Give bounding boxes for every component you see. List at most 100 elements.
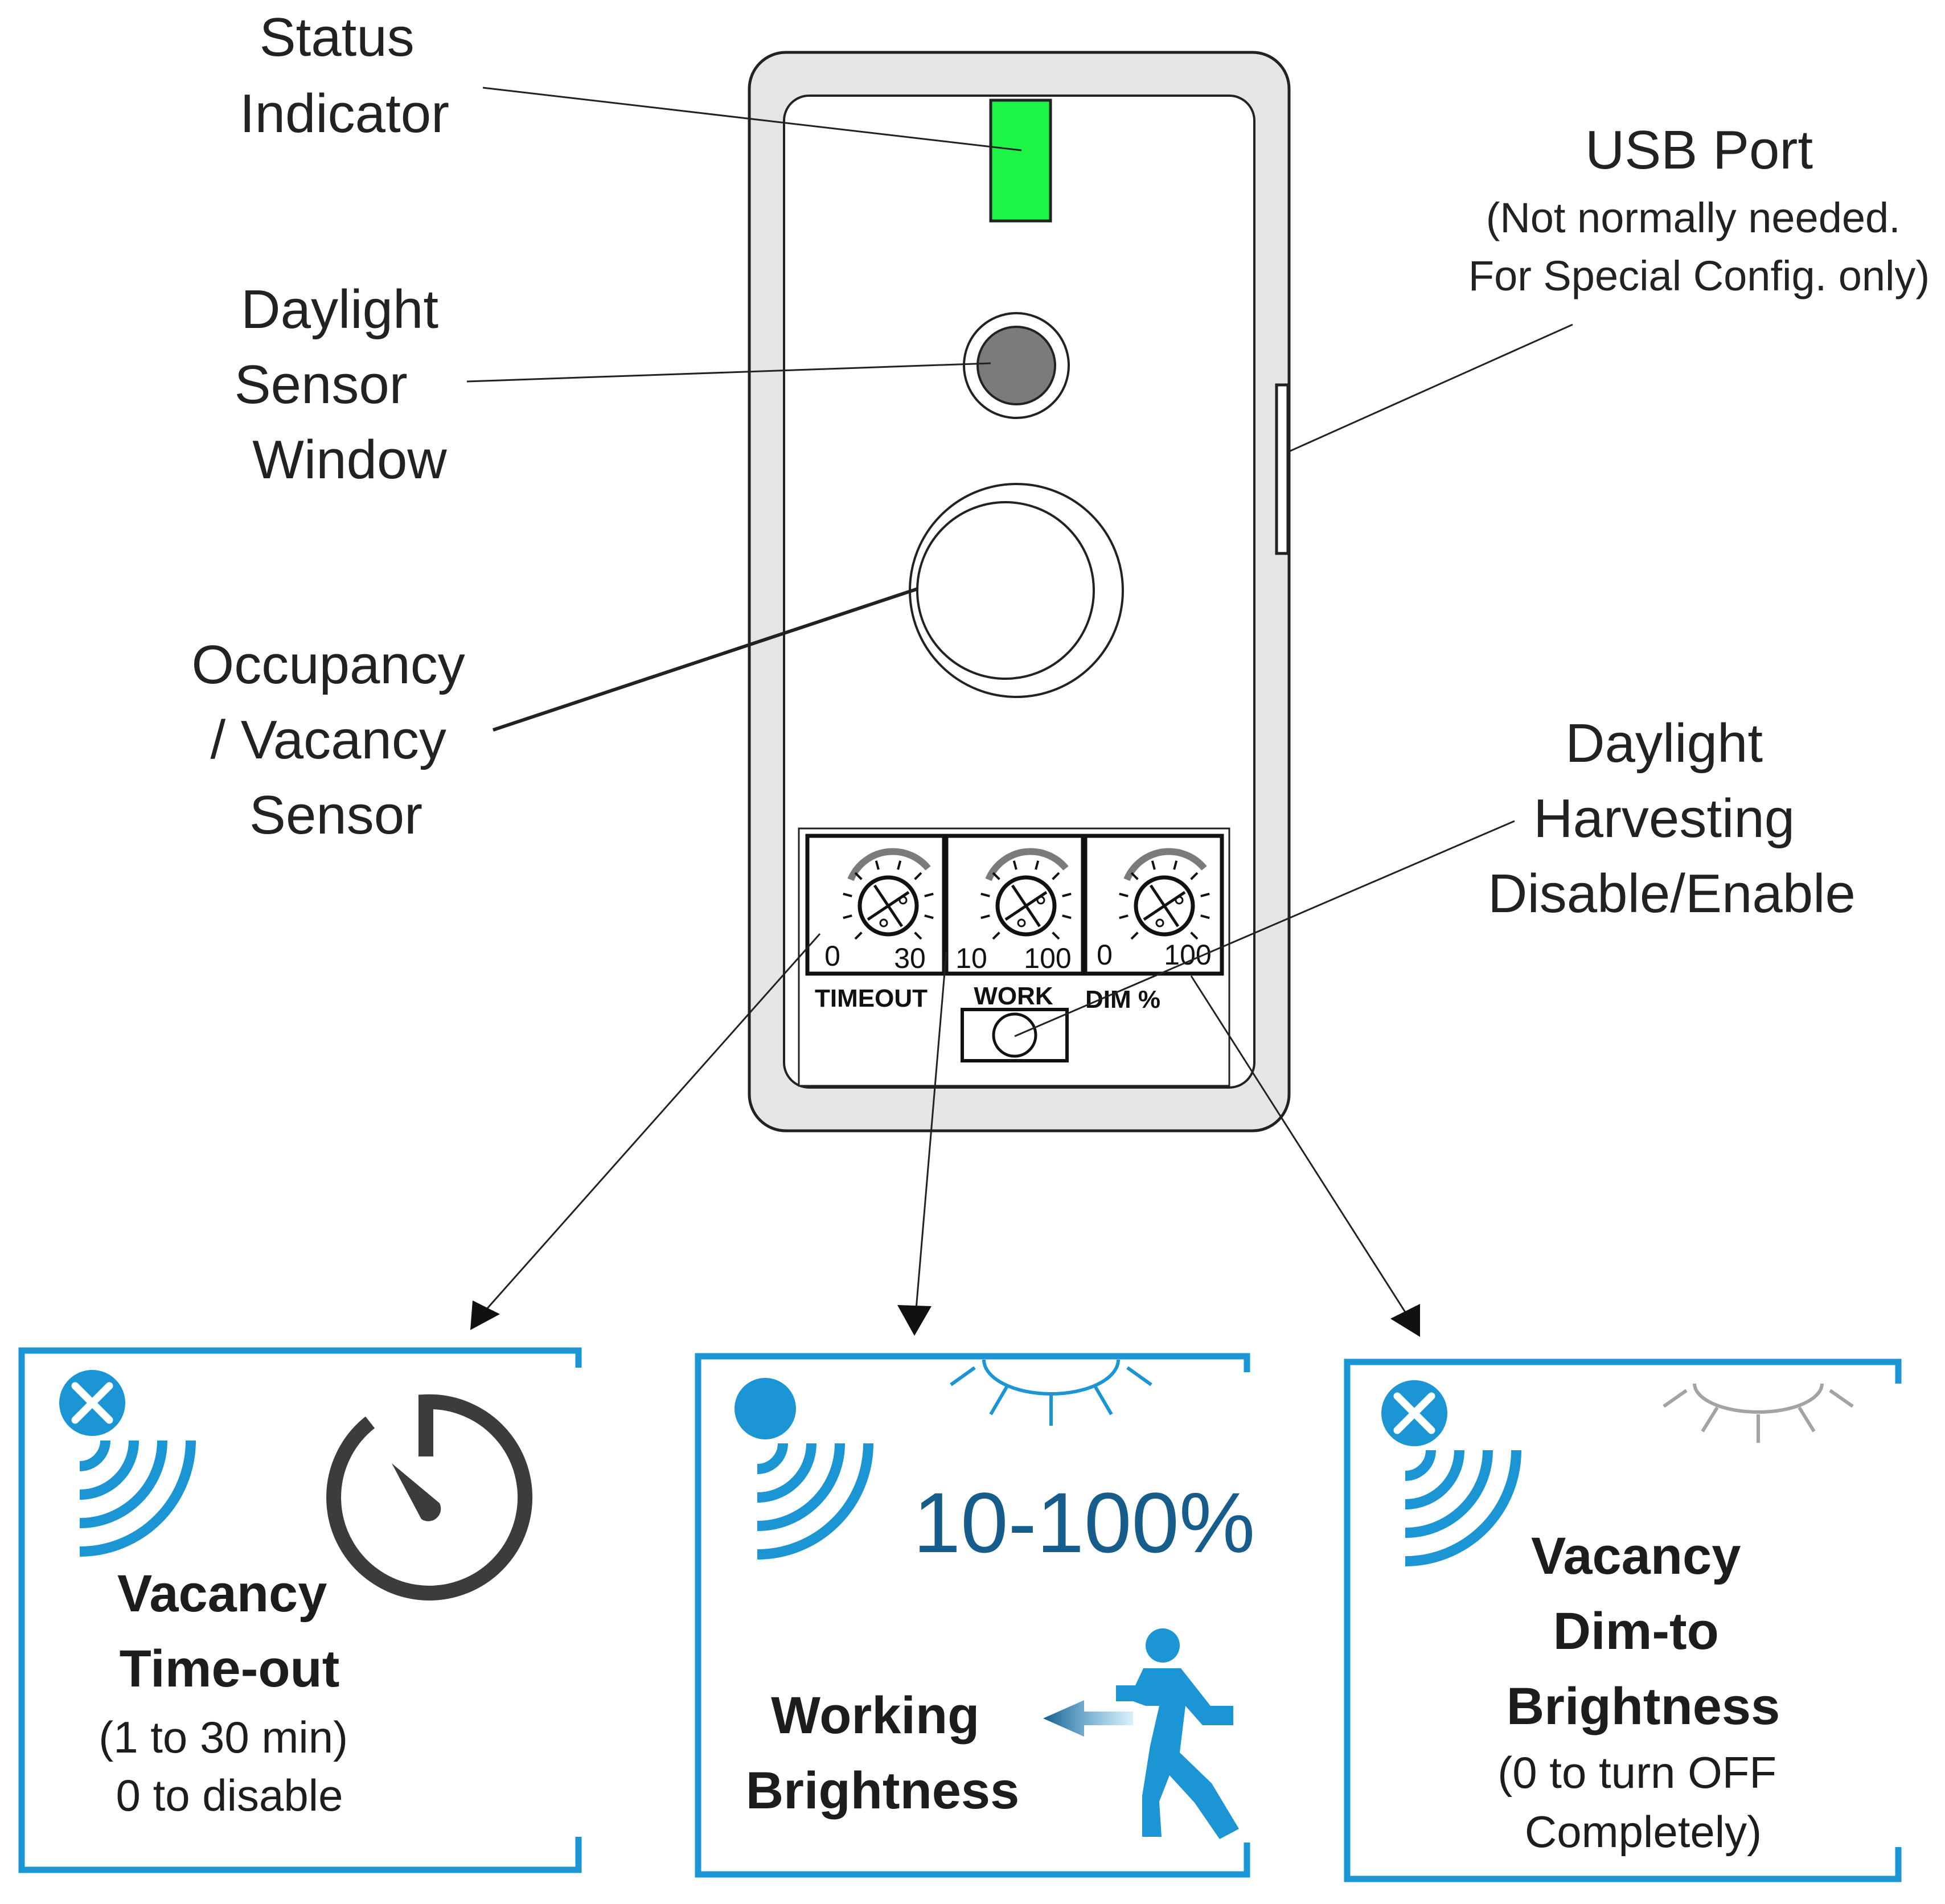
wireless-waves-icon [79, 1440, 196, 1557]
arrowhead-work [897, 1305, 932, 1336]
dial-tick [1119, 892, 1129, 897]
dial-tick [914, 932, 922, 940]
card-vacancy-dim: Vacancy Dim-to Brightness (0 to turn OFF… [1344, 1359, 1902, 1882]
card-dim-title-line3: Brightness [1507, 1677, 1780, 1735]
dial-tick [924, 892, 934, 897]
label-usb-note-line2: For Special Config. only) [1468, 252, 1930, 299]
label-occupancy-line2: / Vacancy [210, 709, 446, 770]
arrowhead-timeout [470, 1300, 500, 1330]
card-dim-title-line1: Vacancy [1531, 1527, 1741, 1585]
card-working-brightness: 10-100% Working Brightness [695, 1353, 1255, 1878]
dial-tick [1062, 892, 1072, 897]
label-usb-note-line1: (Not normally needed. [1486, 194, 1901, 241]
leader-status-indicator [482, 87, 1022, 151]
arrow-dim-to-card [1190, 975, 1419, 1333]
dial-min-label: 10 [955, 942, 987, 974]
label-status-indicator-line2: Indicator [240, 83, 449, 144]
card-timeout-details: (1 to 30 min) 0 to disable [99, 1712, 360, 1820]
daylight-sensor-window [976, 326, 1056, 405]
dial-tick [992, 872, 1000, 880]
vacancy-x-icon [1381, 1380, 1447, 1446]
daylight-harvesting-switch-button[interactable] [992, 1012, 1037, 1058]
arrow-left-icon [1043, 1700, 1133, 1737]
leader-usb-port [1290, 323, 1573, 452]
dial-dot [898, 896, 908, 905]
card-dim-title-line2: Dim-to [1553, 1602, 1719, 1660]
dial-tick [914, 872, 922, 880]
label-daylight-sensor-window: Daylight Sensor Window [235, 279, 454, 490]
dial-max-label: 30 [894, 942, 926, 974]
dial-dot [1017, 918, 1026, 928]
card-timeout-title-line1: Vacancy [117, 1565, 327, 1623]
dial-tick [875, 860, 880, 870]
dial-max-label: 100 [1024, 942, 1071, 974]
usb-port[interactable] [1275, 383, 1290, 555]
label-usb-port-title: USB Port [1585, 120, 1813, 180]
card-dim-details: (0 to turn OFF Completely) [1497, 1747, 1788, 1857]
dial-dot [1175, 896, 1184, 905]
dial-tick [1190, 932, 1199, 940]
dial-tick [1130, 932, 1139, 940]
label-occupancy-line3: Sensor [249, 785, 422, 846]
arrow-timeout-to-card [471, 933, 821, 1326]
arrow-work-to-card [909, 951, 947, 1331]
label-daylight-sensor-line2: Sensor [235, 354, 408, 415]
dial-tick [843, 892, 852, 897]
dial-arc [985, 848, 1069, 881]
card-working-title-line1: Working [771, 1686, 979, 1745]
dial-min-label: 0 [1097, 939, 1113, 971]
dial-caption: WORK [974, 982, 1053, 1010]
leader-occupancy-sensor [493, 587, 918, 732]
label-harvesting-line1: Daylight [1565, 713, 1763, 774]
dial-tick [897, 860, 902, 870]
label-status-indicator: Status Indicator [240, 7, 449, 144]
occupancy-dot-icon [734, 1378, 796, 1439]
dial-tick [1119, 914, 1129, 920]
dial-dot [879, 918, 888, 928]
card-timeout-title: Vacancy Time-out [117, 1565, 342, 1698]
card-working-percent: 10-100% [913, 1475, 1255, 1570]
vacancy-x-icon [59, 1370, 125, 1436]
dial-tick [924, 914, 934, 920]
label-occupancy-sensor: Occupancy / Vacancy Sensor [192, 634, 481, 846]
dial-dot [1155, 918, 1164, 928]
card-timeout-title-line2: Time-out [120, 1640, 340, 1698]
dial-tick [1052, 932, 1060, 940]
dial-min-label: 0 [824, 940, 840, 972]
dial-tick [1173, 860, 1178, 870]
card-working-frame [695, 1353, 1250, 1878]
arrowhead-dim [1390, 1304, 1420, 1337]
dial-tick [980, 914, 990, 920]
card-working-title-line2: Brightness [746, 1762, 1020, 1820]
label-harvesting-line2: Harvesting [1533, 788, 1795, 849]
walking-person-icon [1116, 1628, 1239, 1839]
label-usb-port-note: (Not normally needed. For Special Config… [1468, 194, 1930, 299]
dial-tick [843, 914, 852, 920]
card-dim-title: Vacancy Dim-to Brightness [1507, 1527, 1780, 1735]
dial-tick [1035, 860, 1040, 870]
dial-arc [1123, 848, 1207, 881]
dim-sun-icon [1663, 1383, 1854, 1443]
dial-tick [980, 892, 990, 897]
timer-icon [326, 1394, 533, 1601]
dial-tick [992, 932, 1000, 940]
label-occupancy-line1: Occupancy [192, 634, 465, 695]
dial-tick [1151, 860, 1156, 870]
dial-tick [854, 932, 863, 940]
label-harvesting-line3: Disable/Enable [1488, 863, 1856, 924]
card-dim-frame [1344, 1359, 1902, 1882]
card-dim-detail-line2: Completely) [1525, 1807, 1762, 1857]
dial-arc [847, 848, 931, 881]
card-timeout-detail-line2: 0 to disable [116, 1770, 343, 1820]
wireless-waves-icon [1405, 1450, 1521, 1566]
sun-icon [950, 1359, 1152, 1426]
dial-caption: TIMEOUT [815, 984, 928, 1012]
label-daylight-harvesting: Daylight Harvesting Disable/Enable [1488, 713, 1856, 924]
dial-tick [1062, 914, 1072, 920]
dial-tick [1190, 872, 1199, 880]
card-dim-detail-line1: (0 to turn OFF [1497, 1747, 1776, 1798]
